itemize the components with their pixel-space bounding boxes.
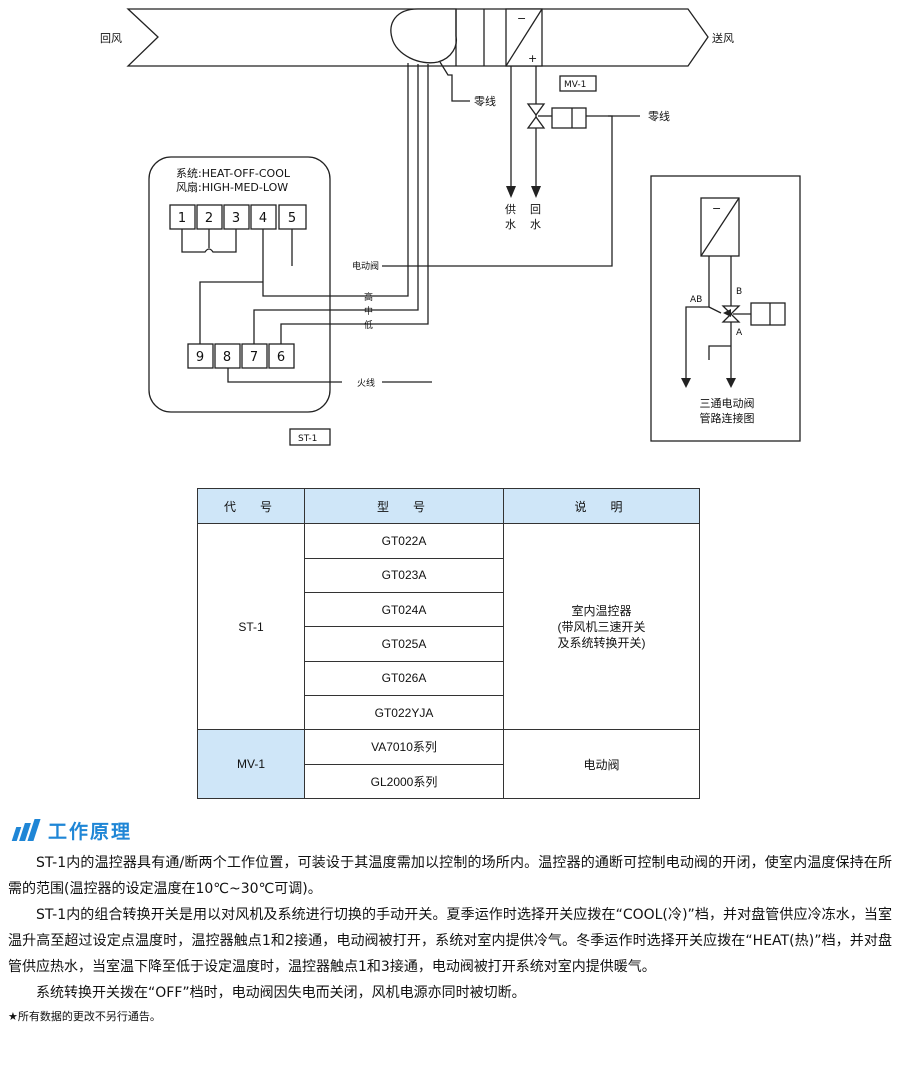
model-cell: GL2000系列 [304, 763, 504, 800]
header-description: 说 明 [503, 487, 700, 525]
paragraph: 系统转换开关拨在“OFF”档时，电动阀因失电而关闭，风机电源亦同时被切断。 [36, 985, 526, 1001]
model-table: 代 号 型 号 说 明 ST-1 GT022A 室内温控器 (带风机三速开关 及… [197, 487, 700, 800]
section-heading: 工作原理 [8, 816, 892, 844]
terminal-7: 7 [250, 350, 258, 365]
model-cell: GT024A [304, 591, 504, 628]
neutral-label-valve: 零线 [648, 109, 670, 123]
control-wiring-diagram: 回风 送风 − + MV-1 零线 零线 供 水 回 水 系统:HEAT-OFF… [100, 8, 801, 446]
wire-low-label: 低 [364, 319, 373, 331]
table-row: GL2000系列 [198, 763, 700, 800]
wire-valve-label: 电动阀 [352, 260, 379, 272]
supply-water-label-2: 水 [505, 218, 516, 231]
model-cell: GT025A [304, 626, 504, 662]
coil-minus-label: − [517, 12, 526, 25]
header-code: 代 号 [197, 487, 305, 525]
st-tag-label: ST-1 [298, 434, 317, 444]
header-model: 型 号 [304, 487, 504, 525]
model-cell: GT023A [304, 557, 504, 593]
description-line: (带风机三速开关 [557, 619, 646, 634]
model-cell: VA7010系列 [304, 729, 504, 765]
code-st1: ST-1 [197, 523, 305, 731]
inset-b-label: B [736, 287, 742, 297]
code-mv1: MV-1 [197, 729, 305, 799]
paragraph: ST-1内的组合转换开关是用以对风机及系统进行切换的手动开关。夏季运作时选择开关… [8, 907, 892, 975]
terminal-3: 3 [232, 211, 240, 226]
description-line: 室内温控器 [571, 603, 632, 618]
inset-a-label: A [736, 328, 743, 338]
terminal-1: 1 [178, 211, 186, 226]
terminal-8: 8 [223, 350, 231, 365]
terminal-2: 2 [205, 211, 213, 226]
wire-med-label: 中 [364, 305, 373, 317]
return-water-label-2: 水 [530, 218, 541, 231]
thermostat-fan-label: 风扇:HIGH-MED-LOW [176, 180, 288, 194]
neutral-label-fan: 零线 [474, 94, 496, 108]
valve-actuator [551, 107, 587, 129]
terminal-6: 6 [277, 350, 285, 365]
model-cell: GT022YJA [304, 694, 504, 731]
footnote: ★所有数据的更改不另行通告。 [8, 1010, 161, 1023]
table-row: ST-1 GT022A 室内温控器 (带风机三速开关 及系统转换开关) [197, 523, 700, 731]
model-cell: GT022A [304, 523, 504, 559]
section-title: 工作原理 [48, 820, 133, 843]
supply-air-label: 送风 [712, 31, 734, 45]
thermostat-box [148, 156, 331, 413]
terminal-5: 5 [288, 211, 296, 226]
model-cell: GT026A [304, 660, 504, 696]
table-row: MV-1 VA7010系列 电动阀 [197, 729, 700, 799]
terminal-9: 9 [196, 350, 204, 365]
inset-ab-label: AB [690, 295, 702, 305]
heading-accent-icon [8, 819, 41, 841]
terminal-4: 4 [259, 211, 267, 226]
inset-caption-line-2: 管路连接图 [700, 411, 755, 425]
mv-tag-label: MV-1 [564, 80, 586, 90]
wire-high-label: 高 [364, 291, 373, 303]
return-water-label-1: 回 [530, 203, 541, 216]
inset-caption-line-1: 三通电动阀 [700, 396, 755, 410]
supply-water-label-1: 供 [505, 202, 516, 216]
description-st1: 室内温控器 (带风机三速开关 及系统转换开关) [503, 523, 700, 731]
wire-live-label: 火线 [357, 377, 375, 389]
return-air-label: 回风 [100, 32, 122, 45]
table-header-row: 代 号 型 号 说 明 [197, 487, 700, 525]
coil-plus-label: + [528, 52, 537, 65]
paragraph: ST-1内的温控器具有通/断两个工作位置，可装设于其温度需加以控制的场所内。温控… [8, 855, 892, 897]
working-principle-section: 工作原理 ST-1内的温控器具有通/断两个工作位置，可装设于其温度需加以控制的场… [8, 816, 892, 1024]
description-line: 及系统转换开关) [557, 635, 646, 650]
inset-minus-label: − [712, 202, 721, 215]
description-mv1: 电动阀 [503, 729, 700, 799]
thermostat-system-label: 系统:HEAT-OFF-COOL [176, 167, 291, 180]
table-row: GT024A [198, 591, 700, 628]
